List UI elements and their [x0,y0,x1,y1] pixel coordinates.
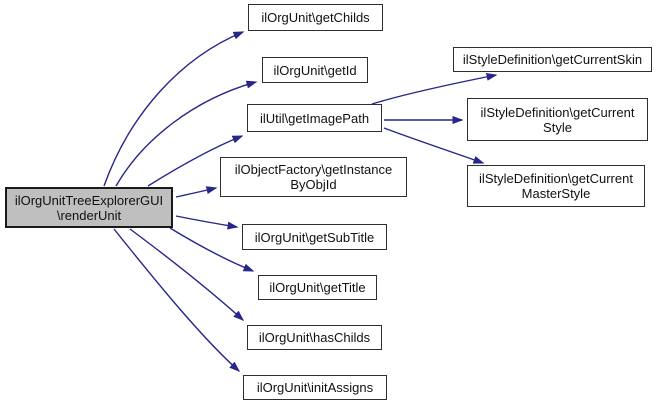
node-label-line: ilOrgUnit\initAssigns [256,380,374,395]
node-getCurrentStyle[interactable]: ilStyleDefinition\getCurrent Style [467,98,648,141]
edge-renderUnit-getInstanceByObjId [175,186,218,198]
edge-renderUnit-initAssigns [113,228,241,372]
node-label-line: ilOrgUnitTreeExplorerGUI [14,192,164,208]
node-getChilds[interactable]: ilOrgUnit\getChilds [248,4,383,31]
node-label-line: \renderUnit [56,207,122,223]
edge-renderUnit-getChilds [103,31,245,187]
node-label-line: ilOrgUnit\getSubTitle [254,229,375,245]
node-getSubTitle[interactable]: ilOrgUnit\getSubTitle [242,224,387,250]
node-getCurrentMasterStyle[interactable]: ilStyleDefinition\getCurrent MasterStyle [467,165,645,207]
node-label-line: ilObjectFactory\getInstance [234,162,393,177]
node-hasChilds[interactable]: ilOrgUnit\hasChilds [247,325,382,350]
edge-getImagePath-getCurrentSkin [371,72,498,105]
node-label-line: Style [543,119,572,135]
node-getImagePath[interactable]: ilUtil\getImagePath [247,104,382,132]
node-label-line: ilOrgUnit\getId [273,62,357,78]
node-label-line: ByObjId [290,177,337,192]
node-renderUnit[interactable]: ilOrgUnitTreeExplorerGUI \renderUnit [5,187,173,228]
node-label-line: ilOrgUnit\getChilds [261,10,370,25]
edge-getImagePath-getCurrentMasterStyle [383,127,485,164]
edge-renderUnit-getImagePath [147,135,244,187]
node-label-line: ilStyleDefinition\getCurrent [480,104,635,120]
node-getTitle[interactable]: ilOrgUnit\getTitle [258,275,377,300]
node-getId[interactable]: ilOrgUnit\getId [262,57,368,83]
edge-renderUnit-getId [115,80,258,187]
node-label-line: ilStyleDefinition\getCurrentSkin [462,52,643,67]
node-getInstanceByObjId[interactable]: ilObjectFactory\getInstance ByObjId [220,157,407,197]
edge-renderUnit-getSubTitle [175,215,239,230]
node-label-line: ilOrgUnit\getTitle [269,280,366,295]
node-label-line: ilUtil\getImagePath [259,110,370,126]
node-label-line: MasterStyle [521,186,591,201]
edge-renderUnit-getTitle [169,227,255,272]
node-label-line: ilOrgUnit\hasChilds [258,330,371,345]
node-getCurrentSkin[interactable]: ilStyleDefinition\getCurrentSkin [453,47,652,72]
edge-renderUnit-hasChilds [129,228,245,322]
node-initAssigns[interactable]: ilOrgUnit\initAssigns [243,375,387,400]
node-label-line: ilStyleDefinition\getCurrent [479,171,633,186]
